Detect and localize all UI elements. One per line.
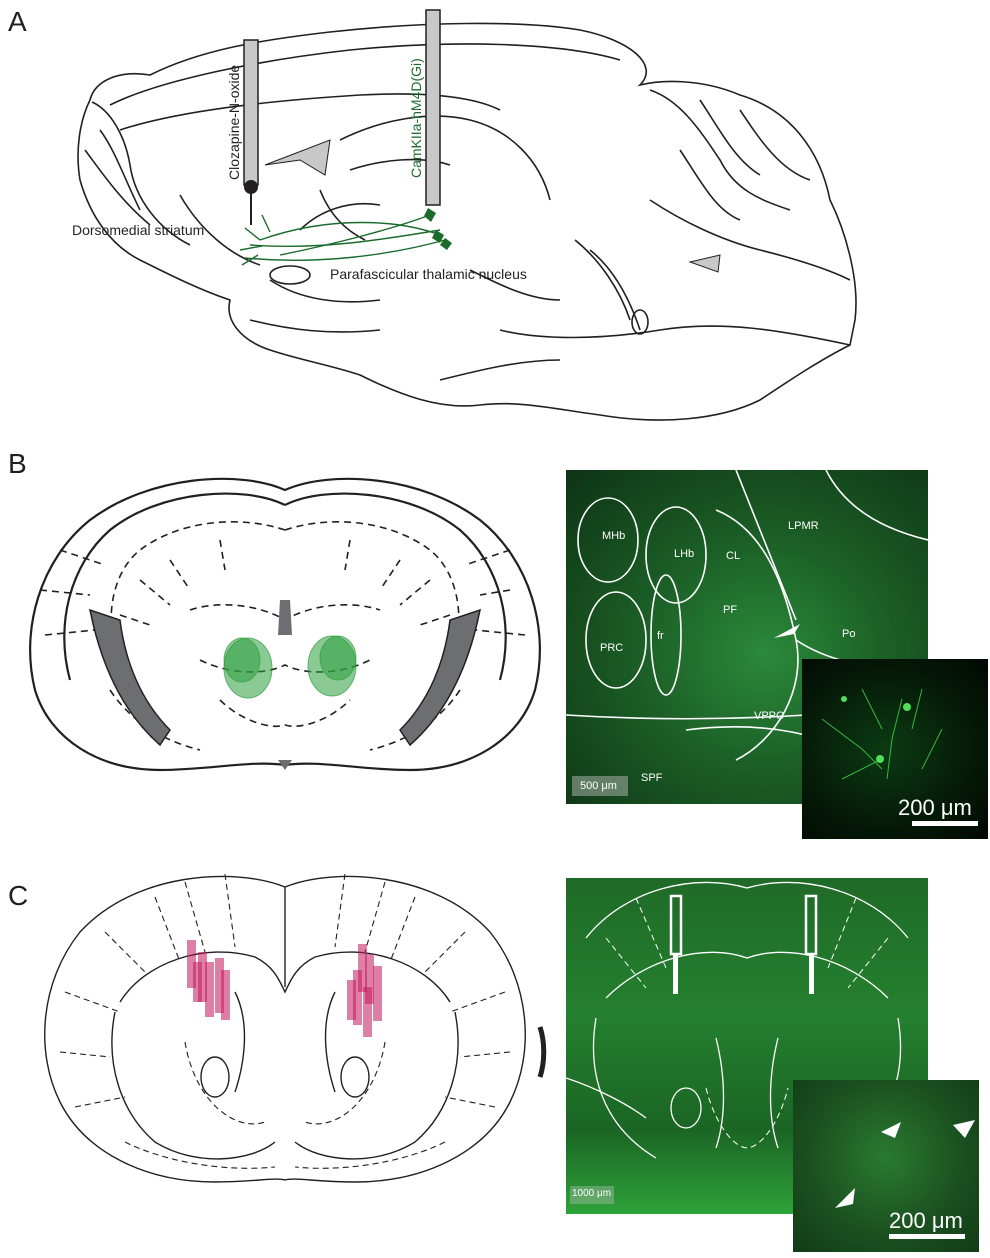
micro-label-vppc: VPPC: [754, 710, 784, 722]
virus-label: CamKIIa-hM4D(Gi): [408, 58, 424, 178]
scale-bar: [912, 821, 978, 826]
micro-label-spf: SPF: [641, 772, 662, 784]
coronal-section-thalamus: [20, 460, 560, 790]
micro-label-lpmr: LPMR: [788, 520, 819, 532]
micrograph-inset-c: 200 μm: [793, 1080, 979, 1252]
micrograph-inset-b: 200 μm: [802, 659, 988, 839]
arrowhead-icon: [774, 620, 804, 640]
micro-label-prc: PRC: [600, 642, 623, 654]
arrowhead-icon: [953, 1120, 975, 1138]
arrowhead-icon: [881, 1122, 901, 1138]
scale-label: 200 μm: [889, 1208, 963, 1234]
micro-label-pf: PF: [723, 604, 737, 616]
drug-label: Clozapine-N-oxide: [226, 65, 242, 180]
micro-label-lhb: LHb: [674, 548, 694, 560]
striatum-label: Dorsomedial striatum: [72, 222, 204, 238]
arrowhead-icon: [835, 1188, 855, 1208]
coronal-section-striatum: [35, 862, 555, 1192]
pf-label: Parafascicular thalamic nucleus: [330, 266, 527, 282]
scale-label: 200 μm: [898, 795, 972, 821]
micro-label-cl: CL: [726, 550, 740, 562]
sagittal-brain-diagram: [0, 0, 990, 430]
panel-label-c: C: [8, 880, 28, 912]
scale-label: 500 μm: [580, 780, 617, 792]
micro-label-po: Po: [842, 628, 855, 640]
scale-label: 1000 μm: [572, 1188, 611, 1199]
scale-bar: [889, 1234, 965, 1239]
micro-label-mhb: MHb: [602, 530, 625, 542]
micro-label-fr: fr: [657, 630, 664, 642]
